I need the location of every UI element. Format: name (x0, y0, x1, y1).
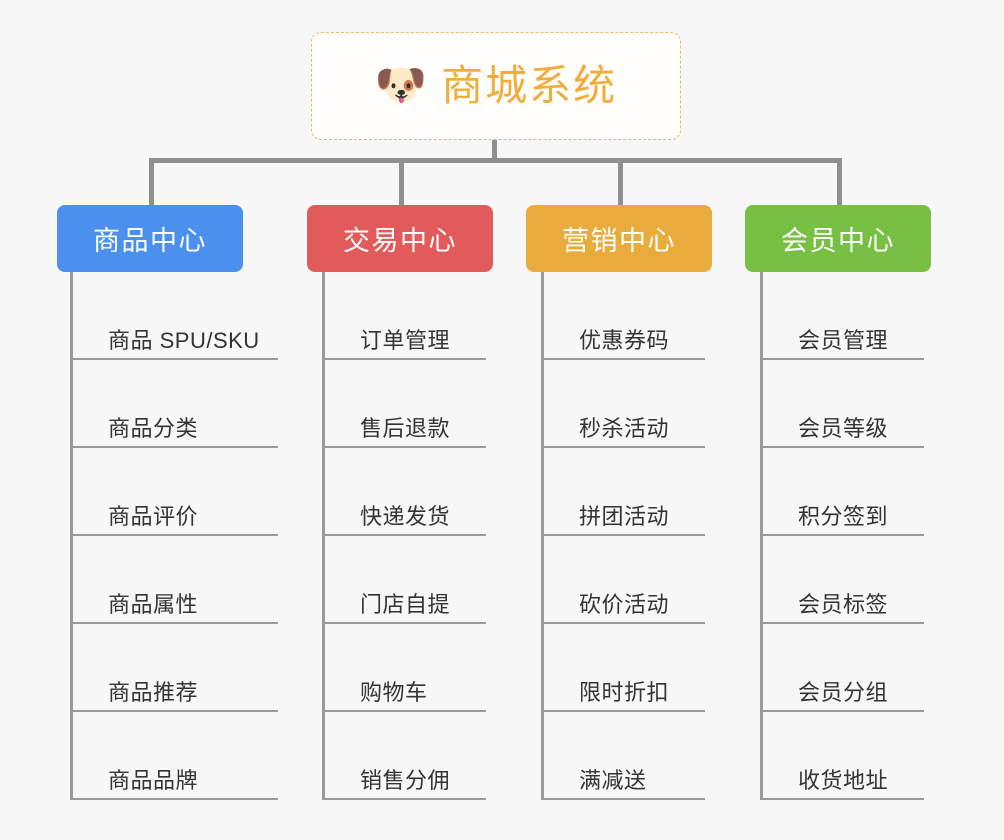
leaf-item-label: 收货地址 (798, 768, 889, 793)
leaf-item[interactable]: 秒杀活动 (541, 360, 705, 448)
branch-column-trade-center: 订单管理售后退款快递发货门店自提购物车销售分佣 (322, 272, 486, 800)
leaf-item[interactable]: 商品分类 (70, 360, 278, 448)
branch-spine (322, 272, 325, 800)
leaf-item-label: 商品推荐 (108, 680, 199, 705)
leaf-item-label: 商品评价 (108, 504, 199, 529)
leaf-item-label: 会员分组 (798, 680, 889, 705)
leaf-item[interactable]: 销售分佣 (322, 712, 486, 800)
leaf-item[interactable]: 砍价活动 (541, 536, 705, 624)
category-label: 交易中心 (343, 226, 457, 256)
leaf-item-label: 限时折扣 (579, 680, 670, 705)
leaf-item-label: 商品品牌 (108, 768, 199, 793)
leaf-item-label: 会员等级 (798, 416, 889, 441)
leaf-item[interactable]: 满减送 (541, 712, 705, 800)
branch-spine (760, 272, 763, 800)
leaf-item[interactable]: 优惠券码 (541, 272, 705, 360)
leaf-item[interactable]: 商品推荐 (70, 624, 278, 712)
leaf-item-label: 秒杀活动 (579, 416, 670, 441)
leaf-item[interactable]: 限时折扣 (541, 624, 705, 712)
branch-column-product-center: 商品 SPU/SKU 商品分类商品评价商品属性商品推荐商品品牌 (70, 272, 278, 800)
branch-column-member-center: 会员管理会员等级积分签到会员标签会员分组收货地址 (760, 272, 924, 800)
category-label: 会员中心 (781, 226, 895, 256)
category-label: 营销中心 (562, 226, 676, 256)
connector-horizontal-bar (149, 158, 840, 163)
category-box-member-center[interactable]: 会员中心 (745, 205, 931, 272)
leaf-item-label: 拼团活动 (579, 504, 670, 529)
connector-drop-member-center (837, 158, 842, 206)
branch-spine (70, 272, 73, 800)
leaf-item-label: 优惠券码 (579, 328, 670, 353)
leaf-item[interactable]: 商品品牌 (70, 712, 278, 800)
leaf-item-label: 商品属性 (108, 592, 199, 617)
leaf-item-label: 商品 SPU/SKU (108, 328, 260, 353)
leaf-item[interactable]: 积分签到 (760, 448, 924, 536)
leaf-item-label: 门店自提 (360, 592, 451, 617)
root-node[interactable]: 🐶 商城系统 (311, 32, 681, 140)
branch-spine (541, 272, 544, 800)
leaf-item[interactable]: 售后退款 (322, 360, 486, 448)
connector-drop-product-center (149, 158, 154, 206)
category-box-trade-center[interactable]: 交易中心 (307, 205, 493, 272)
leaf-item-label: 砍价活动 (579, 592, 670, 617)
leaf-item-label: 销售分佣 (360, 768, 451, 793)
leaf-item-label: 售后退款 (360, 416, 451, 441)
leaf-item[interactable]: 商品评价 (70, 448, 278, 536)
leaf-item-label: 满减送 (579, 768, 647, 793)
connector-drop-marketing-center (618, 158, 623, 206)
leaf-item[interactable]: 会员等级 (760, 360, 924, 448)
leaf-item[interactable]: 会员标签 (760, 536, 924, 624)
leaf-item[interactable]: 商品 SPU/SKU (70, 272, 278, 360)
connector-root-stem (492, 140, 497, 161)
leaf-item-label: 积分签到 (798, 504, 889, 529)
leaf-item[interactable]: 门店自提 (322, 536, 486, 624)
leaf-item-label: 订单管理 (360, 328, 451, 353)
leaf-item[interactable]: 拼团活动 (541, 448, 705, 536)
leaf-item[interactable]: 会员分组 (760, 624, 924, 712)
category-label: 商品中心 (93, 226, 207, 256)
leaf-item-label: 快递发货 (360, 504, 451, 529)
leaf-item-label: 购物车 (360, 680, 428, 705)
leaf-item[interactable]: 购物车 (322, 624, 486, 712)
leaf-item[interactable]: 快递发货 (322, 448, 486, 536)
connector-drop-trade-center (399, 158, 404, 206)
branch-column-marketing-center: 优惠券码秒杀活动拼团活动砍价活动限时折扣满减送 (541, 272, 705, 800)
dog-face-icon: 🐶 (374, 61, 428, 108)
leaf-item-label: 商品分类 (108, 416, 199, 441)
category-box-marketing-center[interactable]: 营销中心 (526, 205, 712, 272)
category-box-product-center[interactable]: 商品中心 (57, 205, 243, 272)
leaf-item[interactable]: 订单管理 (322, 272, 486, 360)
leaf-item[interactable]: 收货地址 (760, 712, 924, 800)
leaf-item[interactable]: 会员管理 (760, 272, 924, 360)
root-title: 商城系统 (441, 62, 618, 109)
leaf-item[interactable]: 商品属性 (70, 536, 278, 624)
leaf-item-label: 会员标签 (798, 592, 889, 617)
leaf-item-label: 会员管理 (798, 328, 889, 353)
